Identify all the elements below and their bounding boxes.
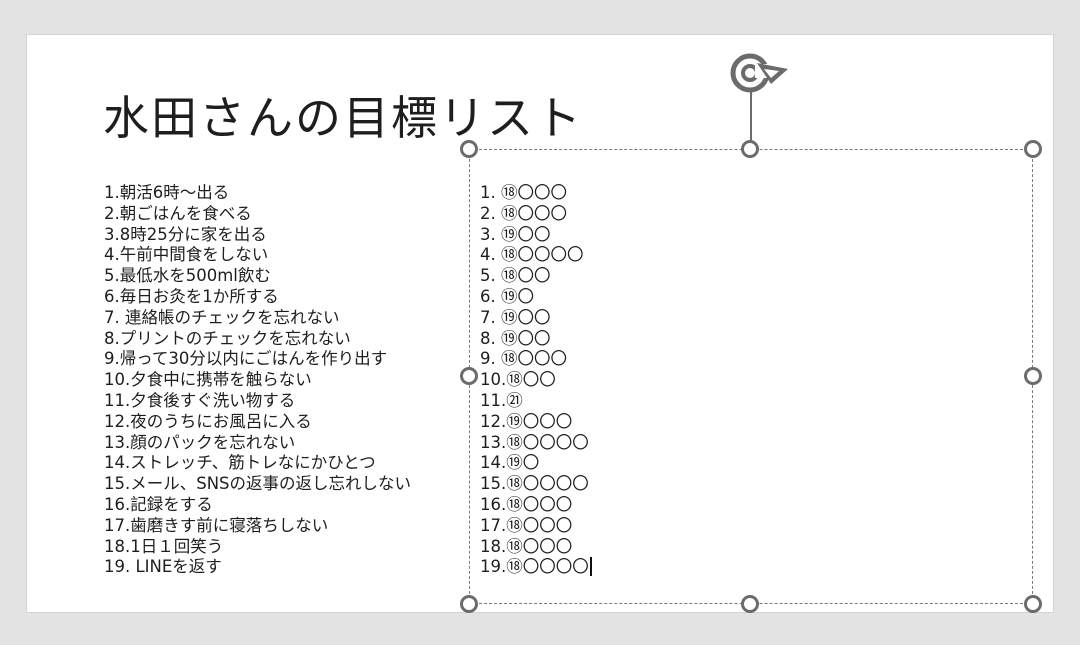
record-item-text: 16.⑱〇〇〇: [480, 494, 573, 514]
record-item: 17.⑱〇〇〇: [480, 516, 592, 537]
goal-item: 14.ストレッチ、筋トレなにかひとつ: [104, 453, 411, 474]
record-item: 18.⑱〇〇〇: [480, 537, 592, 558]
record-item: 1. ⑱〇〇〇: [480, 183, 592, 204]
goal-item-text: 4.午前中間食をしない: [104, 245, 269, 265]
record-item: 10.⑱〇〇: [480, 370, 592, 391]
resize-handle-top-left[interactable]: [460, 140, 478, 158]
record-item-text: 11.㉑: [480, 390, 523, 410]
record-item-text: 18.⑱〇〇〇: [480, 536, 573, 556]
text-cursor: [589, 557, 592, 577]
record-item: 3. ⑲〇〇: [480, 225, 592, 246]
record-item-text: 12.⑲〇〇〇: [480, 411, 573, 431]
goal-item-text: 19. LINEを返す: [104, 557, 222, 577]
record-item-text: 6. ⑲〇: [480, 286, 534, 306]
goal-item: 12.夜のうちにお風呂に入る: [104, 412, 411, 433]
goal-item: 18.1日１回笑う: [104, 537, 411, 558]
resize-handle-top-center[interactable]: [741, 140, 759, 158]
goal-item-text: 9.帰って30分以内にごはんを作り出す: [104, 349, 388, 369]
record-item-text: 8. ⑲〇〇: [480, 328, 551, 348]
resize-handle-top-right[interactable]: [1024, 140, 1042, 158]
record-item: 9. ⑱〇〇〇: [480, 349, 592, 370]
goal-item-text: 7. 連絡帳のチェックを忘れない: [104, 307, 340, 327]
rotate-icon[interactable]: [727, 50, 789, 96]
resize-handle-middle-right[interactable]: [1024, 367, 1042, 385]
record-item-text: 2. ⑱〇〇〇: [480, 203, 567, 223]
goal-item-text: 18.1日１回笑う: [104, 536, 224, 556]
record-item-text: 10.⑱〇〇: [480, 370, 556, 390]
record-item-text: 3. ⑲〇〇: [480, 224, 551, 244]
goal-item-text: 2.朝ごはんを食べる: [104, 203, 252, 223]
record-item: 2. ⑱〇〇〇: [480, 204, 592, 225]
resize-handle-bottom-right[interactable]: [1024, 595, 1042, 613]
goal-item: 16.記録をする: [104, 495, 411, 516]
goal-item-text: 5.最低水を500ml飲む: [104, 266, 271, 286]
goal-item-text: 14.ストレッチ、筋トレなにかひとつ: [104, 453, 376, 473]
selection-frame[interactable]: [469, 149, 1033, 604]
slide[interactable]: [26, 34, 1054, 613]
goal-item-text: 11.夕食後すぐ洗い物する: [104, 390, 296, 410]
goal-item: 6.毎日お灸を1か所する: [104, 287, 411, 308]
goal-item-text: 3.8時25分に家を出る: [104, 224, 267, 244]
goal-item-text: 13.顔のパックを忘れない: [104, 432, 296, 452]
goal-item-text: 12.夜のうちにお風呂に入る: [104, 411, 312, 431]
record-item: 8. ⑲〇〇: [480, 329, 592, 350]
record-item-text: 4. ⑱〇〇〇〇: [480, 245, 584, 265]
goal-item-text: 17.歯磨きす前に寝落ちしない: [104, 515, 329, 535]
goal-item: 4.午前中間食をしない: [104, 245, 411, 266]
goal-item: 8.プリントのチェックを忘れない: [104, 329, 411, 350]
goal-item: 1.朝活6時～出る: [104, 183, 411, 204]
goal-item-text: 15.メール、SNSの返事の返し忘れしない: [104, 474, 412, 494]
resize-handle-bottom-left[interactable]: [460, 595, 478, 613]
record-item-text: 5. ⑱〇〇: [480, 266, 551, 286]
goal-item-text: 8.プリントのチェックを忘れない: [104, 328, 351, 348]
goal-item-text: 1.朝活6時～出る: [104, 183, 230, 202]
goal-item: 2.朝ごはんを食べる: [104, 204, 411, 225]
goal-item: 10.夕食中に携帯を触らない: [104, 370, 411, 391]
goal-item-text: 10.夕食中に携帯を触らない: [104, 370, 312, 390]
record-item-text: 14.⑲〇: [480, 453, 540, 473]
goal-item: 13.顔のパックを忘れない: [104, 433, 411, 454]
goal-item: 5.最低水を500ml飲む: [104, 266, 411, 287]
record-item-text: 19.⑱〇〇〇〇: [480, 557, 589, 577]
record-item: 19.⑱〇〇〇〇: [480, 557, 592, 578]
record-item: 13.⑱〇〇〇〇: [480, 433, 592, 454]
record-item: 15.⑱〇〇〇〇: [480, 474, 592, 495]
record-item-text: 7. ⑲〇〇: [480, 307, 551, 327]
goal-item: 17.歯磨きす前に寝落ちしない: [104, 516, 411, 537]
record-item: 11.㉑: [480, 391, 592, 412]
goal-item: 15.メール、SNSの返事の返し忘れしない: [104, 474, 411, 495]
record-item: 12.⑲〇〇〇: [480, 412, 592, 433]
goal-item-text: 16.記録をする: [104, 494, 213, 514]
goal-item: 3.8時25分に家を出る: [104, 225, 411, 246]
record-item-text: 17.⑱〇〇〇: [480, 515, 573, 535]
record-item: 4. ⑱〇〇〇〇: [480, 245, 592, 266]
slide-title[interactable]: 水田さんの目標リスト: [103, 91, 583, 145]
resize-handle-bottom-center[interactable]: [741, 595, 759, 613]
record-item: 5. ⑱〇〇: [480, 266, 592, 287]
goal-item: 9.帰って30分以内にごはんを作り出す: [104, 349, 411, 370]
rotate-handle-connector: [750, 91, 752, 143]
record-item-text: 1. ⑱〇〇〇: [480, 183, 567, 202]
record-item: 7. ⑲〇〇: [480, 308, 592, 329]
record-item: 6. ⑲〇: [480, 287, 592, 308]
record-item-text: 15.⑱〇〇〇〇: [480, 474, 589, 494]
record-item-text: 13.⑱〇〇〇〇: [480, 432, 589, 452]
goal-item: 7. 連絡帳のチェックを忘れない: [104, 308, 411, 329]
record-item: 14.⑲〇: [480, 453, 592, 474]
record-item: 16.⑱〇〇〇: [480, 495, 592, 516]
record-item-text: 9. ⑱〇〇〇: [480, 349, 567, 369]
goal-item: 19. LINEを返す: [104, 557, 411, 578]
goal-item: 11.夕食後すぐ洗い物する: [104, 391, 411, 412]
goal-item-text: 6.毎日お灸を1か所する: [104, 286, 279, 306]
resize-handle-middle-left[interactable]: [460, 367, 478, 385]
